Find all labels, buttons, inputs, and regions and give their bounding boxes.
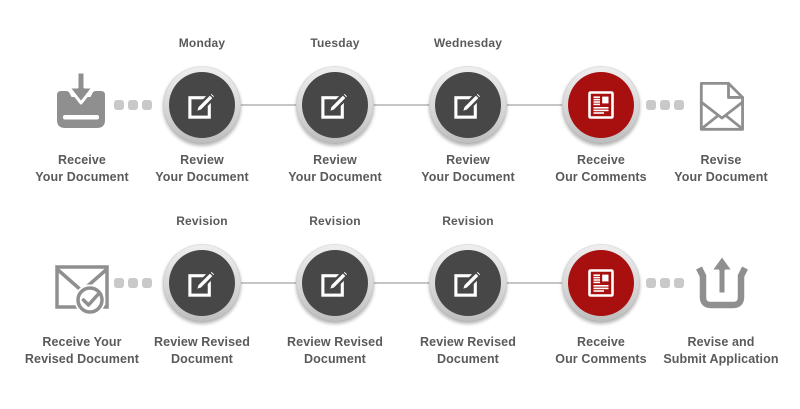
edit-pencil-icon	[453, 268, 483, 297]
node-label: Review Revised Document	[287, 335, 383, 366]
edit-pencil-icon	[320, 90, 350, 119]
node-label: Review Your Document	[155, 153, 249, 184]
node-label: Receive Our Comments	[555, 153, 647, 184]
node-label: Review Revised Document	[154, 335, 250, 366]
edit-pencil-icon	[453, 90, 483, 119]
day-label: Tuesday	[310, 36, 360, 50]
envelope-check-icon	[55, 265, 109, 316]
dotted-connector	[114, 278, 152, 288]
step-review-circle	[429, 244, 507, 322]
step-comments-circle	[562, 66, 640, 144]
edit-pencil-icon	[187, 268, 217, 297]
dotted-connector	[646, 100, 684, 110]
edit-pencil-icon	[187, 90, 217, 119]
step-review-circle	[429, 66, 507, 144]
day-label: Revision	[309, 214, 361, 228]
node-label: Review Your Document	[421, 153, 515, 184]
node-label: Revise and Submit Application	[663, 335, 779, 366]
node-label: Receive Your Document	[35, 153, 129, 184]
node-label: Receive Our Comments	[555, 335, 647, 366]
comments-document-icon	[588, 91, 614, 119]
upload-submit-icon	[696, 253, 748, 309]
dotted-connector	[646, 278, 684, 288]
node-label: Receive Your Revised Document	[24, 335, 140, 366]
envelope-letter-icon	[699, 81, 744, 131]
node-label: Revise Your Document	[674, 153, 768, 184]
day-label: Wednesday	[433, 36, 503, 50]
day-label: Monday	[178, 36, 226, 50]
inbox-receive-icon	[57, 70, 105, 128]
step-review-circle	[163, 244, 241, 322]
step-review-circle	[163, 66, 241, 144]
step-review-circle	[296, 66, 374, 144]
day-label: Revision	[442, 214, 494, 228]
day-label: Revision	[176, 214, 228, 228]
edit-pencil-icon	[320, 268, 350, 297]
step-review-circle	[296, 244, 374, 322]
dotted-connector	[114, 100, 152, 110]
comments-document-icon	[588, 269, 614, 297]
node-label: Review Your Document	[288, 153, 382, 184]
connector-line	[202, 104, 601, 106]
node-label: Review Revised Document	[420, 335, 516, 366]
step-comments-circle	[562, 244, 640, 322]
connector-line	[202, 282, 601, 284]
